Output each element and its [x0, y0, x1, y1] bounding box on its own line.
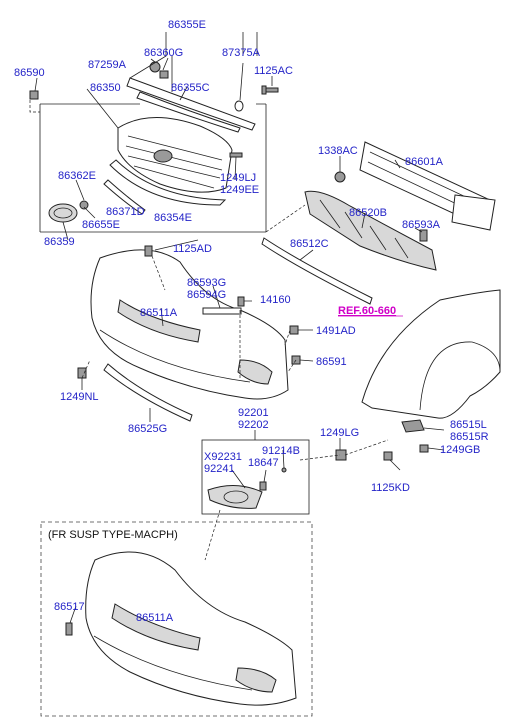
label-14160: 14160	[260, 294, 291, 306]
label-86594G: 86594G	[187, 289, 226, 301]
bumper-beam-end	[451, 194, 496, 231]
label-86593A: 86593A	[402, 219, 441, 231]
bolt-1249GB	[419, 444, 429, 453]
label-1491AD: 1491AD	[316, 325, 356, 337]
label-86355E: 86355E	[168, 19, 206, 31]
grille-emblem-shape	[153, 149, 173, 163]
upper-molding-strip-inner	[136, 91, 241, 133]
label-87375A: 87375A	[222, 47, 261, 59]
variant-vent	[111, 603, 201, 651]
label-1249GB: 1249GB	[440, 444, 480, 456]
screw-1125AD	[144, 245, 153, 257]
bolt-86590	[29, 90, 39, 100]
emblem-inner	[53, 207, 73, 219]
nut-1338AC	[334, 171, 346, 183]
label-1249LJ: 1249LJ	[220, 172, 256, 184]
label-92202: 92202	[238, 419, 269, 431]
screw-1249NL	[77, 367, 87, 379]
screw-1125KD	[383, 451, 393, 461]
label-86359: 86359	[44, 236, 75, 248]
bracket-86593G	[202, 307, 242, 315]
label-87259A: 87259A	[88, 59, 127, 71]
variant-box	[40, 521, 313, 717]
label-91214B: 91214B	[262, 445, 300, 457]
label-86525G: 86525G	[128, 423, 167, 435]
screw-14160	[237, 296, 245, 307]
label-86512C: 86512C	[290, 238, 329, 250]
screw-1125AC	[261, 85, 279, 95]
bolt-1249LG	[335, 449, 347, 461]
label-1125AC: 1125AC	[254, 65, 293, 77]
lower-lip-molding	[103, 363, 193, 422]
clip-87259A	[149, 61, 161, 73]
clip-86360G	[159, 70, 169, 79]
label-1249EE: 1249EE	[220, 184, 259, 196]
assembly-dashed-lines	[29, 100, 389, 561]
variant-foglamp-hole	[235, 667, 277, 693]
label-86355C: 86355C	[171, 82, 210, 94]
label-1125AD: 1125AD	[173, 243, 212, 255]
label-86511A: 86511A	[140, 307, 178, 319]
leader-lines	[34, 32, 445, 624]
emblem	[48, 203, 78, 223]
label-X92231: X92231	[204, 451, 242, 463]
grille-lower-molding	[109, 159, 227, 206]
variant-lower-edge	[93, 635, 253, 691]
label-1338AC: 1338AC	[318, 145, 358, 157]
lower-stiffener	[261, 237, 373, 305]
cap-86517	[65, 622, 73, 636]
label-86371D: 86371D	[106, 206, 145, 218]
clip-91214B	[281, 467, 287, 473]
foglamp-lens	[223, 490, 249, 504]
bulb-18647	[259, 481, 267, 491]
reference-link[interactable]: REF.60-660	[338, 305, 396, 317]
side-molding	[103, 179, 146, 215]
emblem-clip	[79, 200, 89, 210]
label-86591: 86591	[316, 356, 347, 368]
bumper-cover-lower-edge	[99, 329, 251, 383]
fender-wheel-arch	[419, 341, 501, 411]
label-86517: 86517	[54, 601, 85, 613]
variant-bumper-cover	[85, 551, 297, 706]
label-86590: 86590	[14, 67, 45, 79]
label-86593G: 86593G	[187, 277, 226, 289]
label-86515L: 86515L	[450, 419, 487, 431]
clip-1491AD	[289, 325, 299, 335]
screw-1249LJ	[229, 152, 243, 158]
label-86354E: 86354E	[154, 212, 192, 224]
label-86515R: 86515R	[450, 431, 489, 443]
label-86511A-variant: 86511A	[136, 612, 174, 624]
label-1249NL: 1249NL	[60, 391, 99, 403]
label-86655E: 86655E	[82, 219, 120, 231]
grille-bars	[125, 135, 223, 189]
grille-group-box	[39, 103, 267, 233]
label-92201: 92201	[238, 407, 269, 419]
label-18647: 18647	[248, 457, 279, 469]
label-86350: 86350	[90, 82, 121, 94]
bumper-cover-vent	[117, 299, 201, 343]
label-1249LG: 1249LG	[320, 427, 359, 439]
bumper-cover-foglamp-hole	[237, 359, 273, 385]
foglamp-group-box	[201, 439, 310, 515]
label-1125KD: 1125KD	[371, 482, 410, 494]
upper-molding-strip	[126, 77, 256, 131]
variant-caption: (FR SUSP TYPE-MACPH)	[48, 529, 178, 541]
fender-bracket	[401, 419, 425, 433]
energy-absorber-ribs	[319, 199, 409, 259]
label-86360G: 86360G	[144, 47, 183, 59]
clip-86593A	[419, 229, 428, 242]
radiator-grille	[117, 117, 233, 193]
label-86362E: 86362E	[58, 170, 96, 182]
label-86601A: 86601A	[405, 156, 444, 168]
label-92241: 92241	[204, 463, 235, 475]
foglamp	[207, 485, 263, 509]
bumper-cover	[90, 249, 289, 400]
label-86520B: 86520B	[349, 207, 387, 219]
clip-87375A	[234, 100, 244, 112]
front-fender	[361, 289, 501, 419]
